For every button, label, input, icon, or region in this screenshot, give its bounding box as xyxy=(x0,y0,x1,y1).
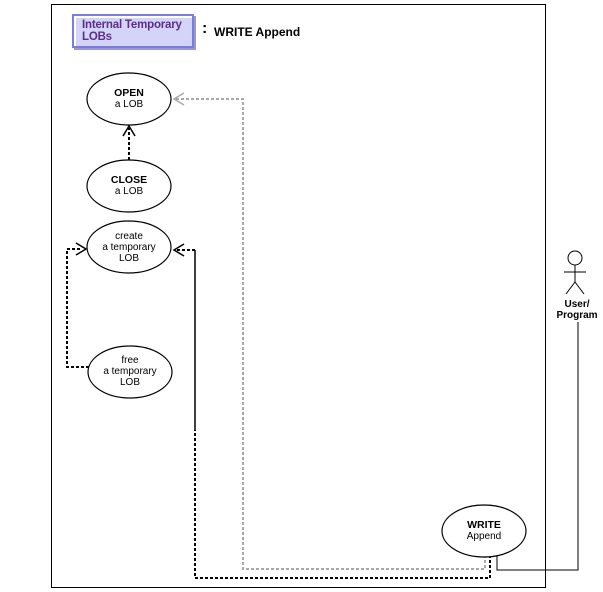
usecase-create[interactable]: create a temporary LOB xyxy=(87,231,171,264)
actor-label-line2: Program xyxy=(556,310,598,321)
usecase-write-subtitle: Append xyxy=(466,531,502,542)
usecase-write-title: WRITE xyxy=(467,519,501,531)
usecase-free[interactable]: free a temporary LOB xyxy=(88,355,172,388)
usecase-create-line1: create xyxy=(115,231,143,242)
package-label-line1: Internal Temporary xyxy=(82,19,182,31)
connector-free-to-create xyxy=(66,248,89,368)
actor-icon xyxy=(564,250,586,295)
usecase-write-ellipse[interactable] xyxy=(441,504,527,558)
diagram-title: WRITE Append xyxy=(214,25,301,39)
usecase-close-ellipse[interactable] xyxy=(86,159,172,213)
usecase-create-line2: a temporary xyxy=(102,242,156,253)
usecase-create-ellipse[interactable] xyxy=(86,220,172,274)
arrowhead-open-bottom xyxy=(122,124,136,137)
usecase-free-line3: LOB xyxy=(119,377,140,388)
diagram-frame xyxy=(51,4,546,588)
usecase-free-line2: a temporary xyxy=(103,366,157,377)
package-label: Internal Temporary LOBs xyxy=(72,14,194,48)
usecase-close[interactable]: CLOSE a LOB xyxy=(87,174,171,198)
usecase-close-title: CLOSE xyxy=(110,174,148,186)
connector-write-to-open xyxy=(176,98,486,570)
usecase-create-line3: LOB xyxy=(118,253,139,264)
usecase-close-subtitle: a LOB xyxy=(114,186,144,197)
usecase-free-line1: free xyxy=(121,355,139,366)
usecase-write[interactable]: WRITE Append xyxy=(442,519,526,543)
arrowhead-open xyxy=(172,92,185,106)
package-label-line2: LOBs xyxy=(82,31,112,43)
usecase-open-title: OPEN xyxy=(114,87,144,99)
title-separator: : xyxy=(202,20,208,37)
actor-label-line1: User/ xyxy=(564,299,590,310)
usecase-open-ellipse[interactable] xyxy=(86,72,172,126)
actor-association-line xyxy=(496,322,579,571)
connector-write-to-create-dotted xyxy=(194,430,491,579)
arrowhead-create-right xyxy=(172,243,185,257)
usecase-open-subtitle: a LOB xyxy=(114,99,144,110)
usecase-free-ellipse[interactable] xyxy=(87,345,173,399)
arrowhead-create-left xyxy=(75,242,88,256)
actor-label: User/ Program xyxy=(552,299,602,321)
usecase-open[interactable]: OPEN a LOB xyxy=(87,87,171,111)
